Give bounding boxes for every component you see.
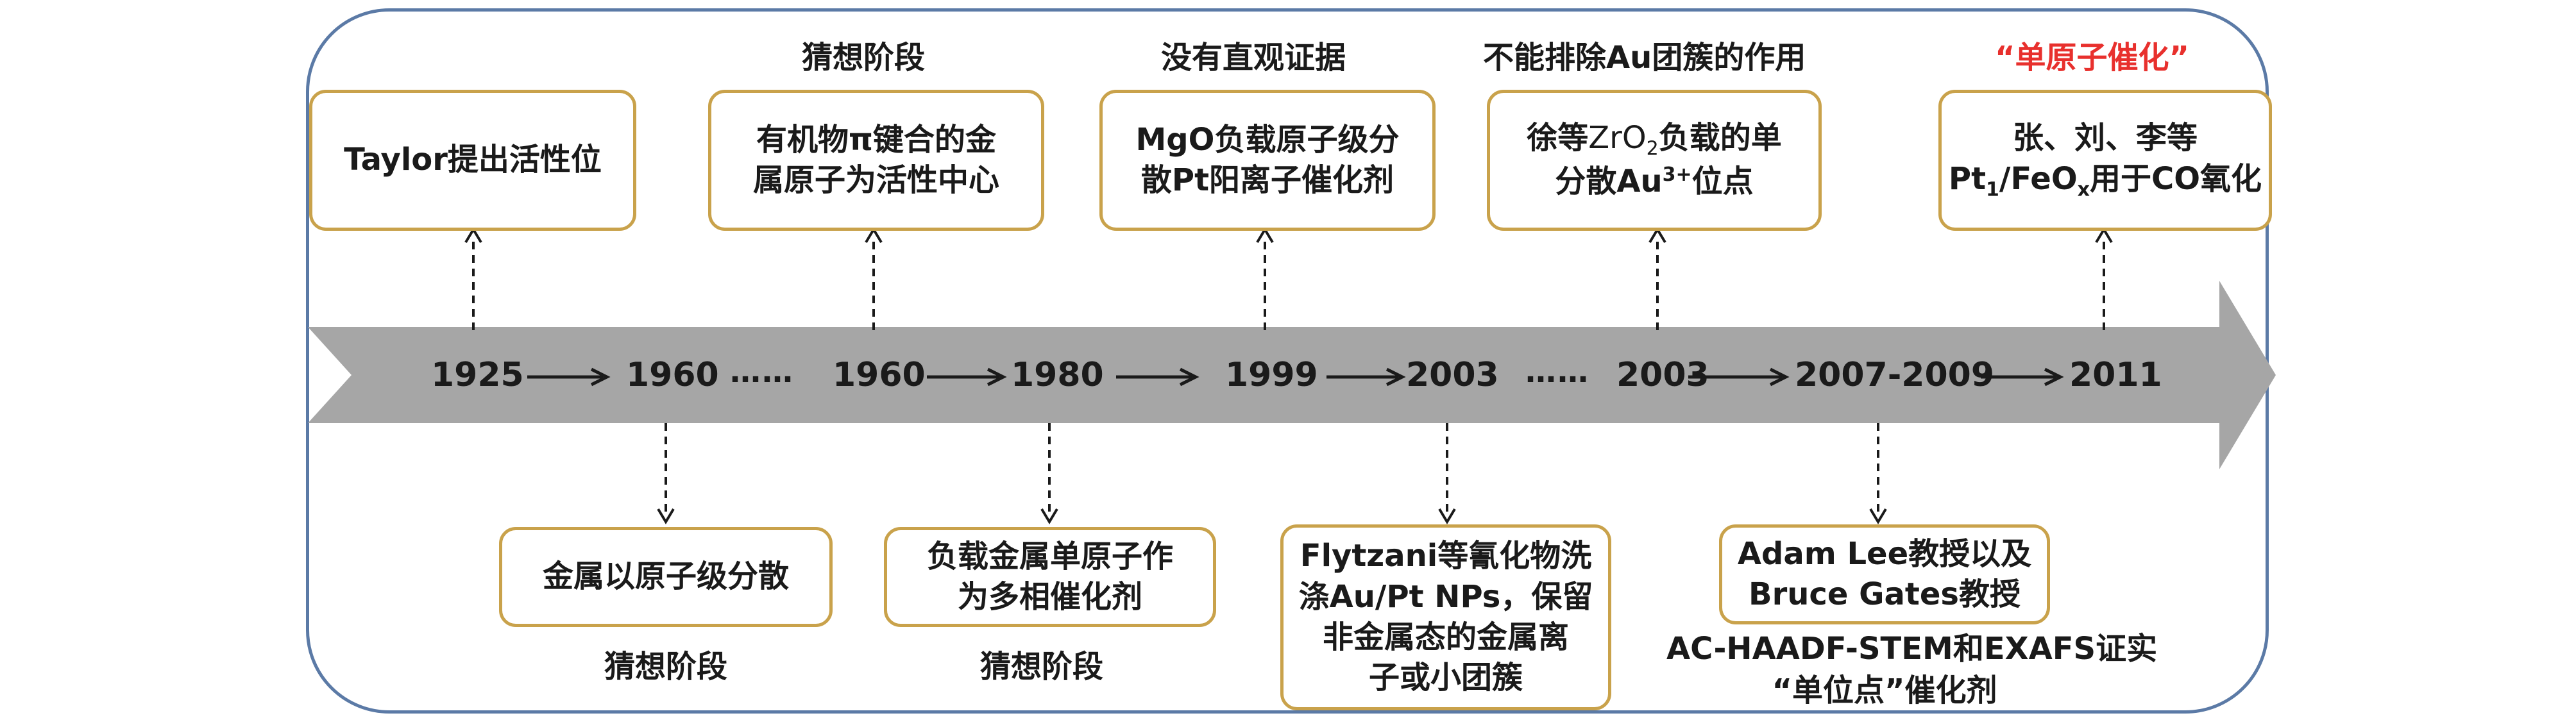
connector-head (1179, 367, 1199, 387)
connector-head (1769, 367, 1790, 387)
top-box-1999-line2: 散Pt阳离子催化剂 (1140, 162, 1394, 198)
arrowhead-up-3 (1256, 227, 1274, 244)
top-box-1999-line1: MgO负载原子级分 (1135, 121, 1400, 158)
timeline-band (308, 281, 2276, 469)
ellipsis-1: …… (730, 354, 794, 390)
year-1925: 1925 (431, 356, 524, 394)
arrowheads-up (464, 227, 2113, 244)
bottom-box-2007-line1: Adam Lee教授以及 (1737, 535, 2032, 572)
year-2007-2009: 2007-2009 (1795, 356, 1995, 394)
ellipsis-2: …… (1525, 354, 1589, 390)
connector-head (590, 367, 611, 387)
bottom-box-2003-line3: 非金属态的金属离 (1322, 619, 1569, 655)
year-1999: 1999 (1225, 356, 1318, 394)
bottom-box-1980-line2: 为多相催化剂 (957, 579, 1142, 615)
top-box-2003-l2a: 分散Au (1555, 163, 1663, 200)
top-box-1960-line2: 属原子为活性中心 (752, 162, 999, 198)
top-stage-label-2: 没有直观证据 (1161, 40, 1346, 76)
connector-head (2044, 367, 2064, 387)
top-box-2011-sub1: 1 (1986, 178, 1999, 201)
top-box-2011-feo: /FeO (1999, 160, 2078, 197)
bottom-box-2007: Adam Lee教授以及 Bruce Gates教授 (1719, 524, 2050, 624)
year-1960-b: 1960 (833, 356, 926, 394)
top-box-1925: Taylor提出活性位 (309, 90, 636, 231)
top-box-1925-text: Taylor提出活性位 (344, 142, 602, 178)
arrowhead-up-1 (464, 227, 482, 244)
top-box-2003-a: 徐等 (1527, 120, 1589, 156)
bottom-box-2003-line4: 子或小团簇 (1368, 660, 1523, 696)
arrowhead-down-4 (1869, 508, 1887, 524)
year-2011: 2011 (2069, 356, 2162, 394)
connector-head (1385, 367, 1406, 387)
arrowheads-down (657, 508, 1887, 524)
top-box-1960-line1: 有机物π键合的金 (756, 121, 996, 158)
bottom-box-1960: 金属以原子级分散 (499, 527, 833, 627)
bottom-box-2007-line2: Bruce Gates教授 (1748, 576, 2021, 612)
arrowhead-down-1 (657, 508, 675, 524)
top-box-1999: MgO负载原子级分 散Pt阳离子催化剂 (1099, 90, 1436, 231)
top-box-1960: 有机物π键合的金 属原子为活性中心 (708, 90, 1044, 231)
year-2003-b: 2003 (1616, 356, 1709, 394)
bottom-box-2003-line1: Flytzani等氰化物洗 (1300, 538, 1592, 574)
bottom-box-1980-line1: 负载金属单原子作 (926, 538, 1173, 574)
bottom-stage-label-4: AC-HAADF-STEM和EXAFS证实 “单位点”催化剂 (1666, 628, 2157, 712)
arrowhead-up-5 (2095, 227, 2113, 244)
arrowhead-up-2 (865, 227, 883, 244)
dashed-connectors-up (472, 238, 2105, 330)
year-1960-a: 1960 (626, 356, 719, 394)
bottom-stage-label-2: 猜想阶段 (980, 649, 1104, 685)
bottom-stage-label-1: 猜想阶段 (604, 649, 728, 685)
bottom-box-2003: Flytzani等氰化物洗 涤Au/Pt NPs，保留 非金属态的金属离 子或小… (1280, 524, 1611, 710)
bottom-box-2003-line2: 涤Au/Pt NPs，保留 (1298, 578, 1593, 615)
bottom-stage-label-4-line2: “单位点”催化剂 (1772, 672, 1997, 708)
top-box-2003-b: 负载的单 (1658, 120, 1782, 156)
top-box-2003-zro: ZrO (1588, 120, 1647, 156)
top-box-2011-subx: x (2077, 178, 2090, 201)
bottom-box-1960-text: 金属以原子级分散 (542, 558, 789, 595)
top-box-2011-pt: Pt (1948, 160, 1987, 197)
bottom-stage-label-4-line1: AC-HAADF-STEM和EXAFS证实 (1666, 631, 2158, 667)
arrowhead-down-2 (1040, 508, 1058, 524)
year-1980: 1980 (1011, 356, 1104, 394)
connector-head (987, 367, 1007, 387)
top-stage-label-4: “单原子催化” (1995, 40, 2190, 76)
top-box-2011-line1: 张、刘、李等 (2012, 120, 2198, 156)
top-box-2003-l2b: 位点 (1691, 163, 1754, 200)
arrowhead-down-3 (1438, 508, 1456, 524)
top-box-2003-sub: 2 (1646, 137, 1659, 160)
bottom-box-1980: 负载金属单原子作 为多相催化剂 (884, 527, 1216, 627)
top-box-2011-rest: 用于CO氧化 (2090, 160, 2262, 197)
top-box-2003: 徐等ZrO2负载的单 分散Au3+位点 (1487, 90, 1822, 231)
top-box-2003-sup: 3+ (1662, 163, 1692, 187)
top-box-2011: 张、刘、李等 Pt1/FeOx用于CO氧化 (1938, 90, 2272, 231)
dashed-connectors-down (665, 423, 1879, 513)
year-2003-a: 2003 (1406, 356, 1499, 394)
arrowhead-up-4 (1648, 227, 1666, 244)
top-stage-label-1: 猜想阶段 (802, 40, 926, 76)
year-connectors (527, 367, 2064, 387)
top-stage-label-3: 不能排除Au团簇的作用 (1483, 40, 1806, 76)
